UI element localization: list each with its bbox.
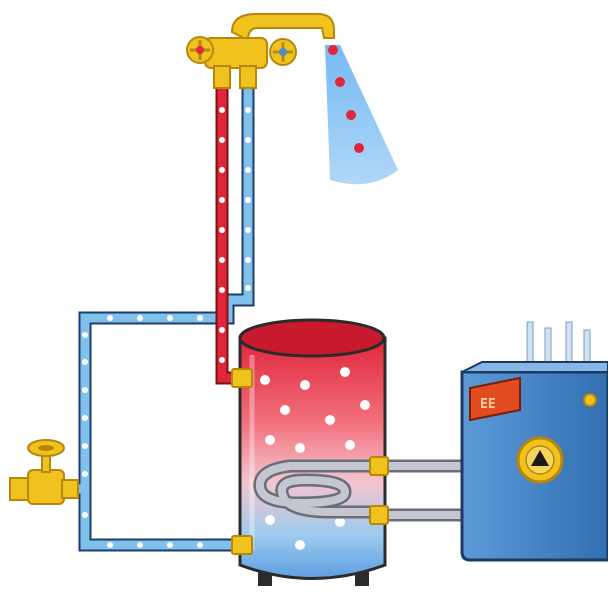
boiler: EE [462, 322, 608, 560]
circulation-pump [518, 438, 562, 482]
boiler-knob-icon [584, 394, 596, 406]
cold-handle-icon [270, 39, 296, 65]
hot-water-pipe [219, 88, 240, 378]
shower-spray [325, 45, 398, 184]
mixer-tap [187, 14, 334, 88]
tank-cold-inlet-fitting [232, 536, 252, 554]
cold-water-inlet-valve [10, 440, 78, 504]
hot-water-storage-tank [240, 320, 385, 586]
tank-hot-outlet-fitting [232, 369, 252, 387]
boiler-display-text: EE [480, 397, 496, 412]
hot-handle-icon [187, 37, 213, 63]
